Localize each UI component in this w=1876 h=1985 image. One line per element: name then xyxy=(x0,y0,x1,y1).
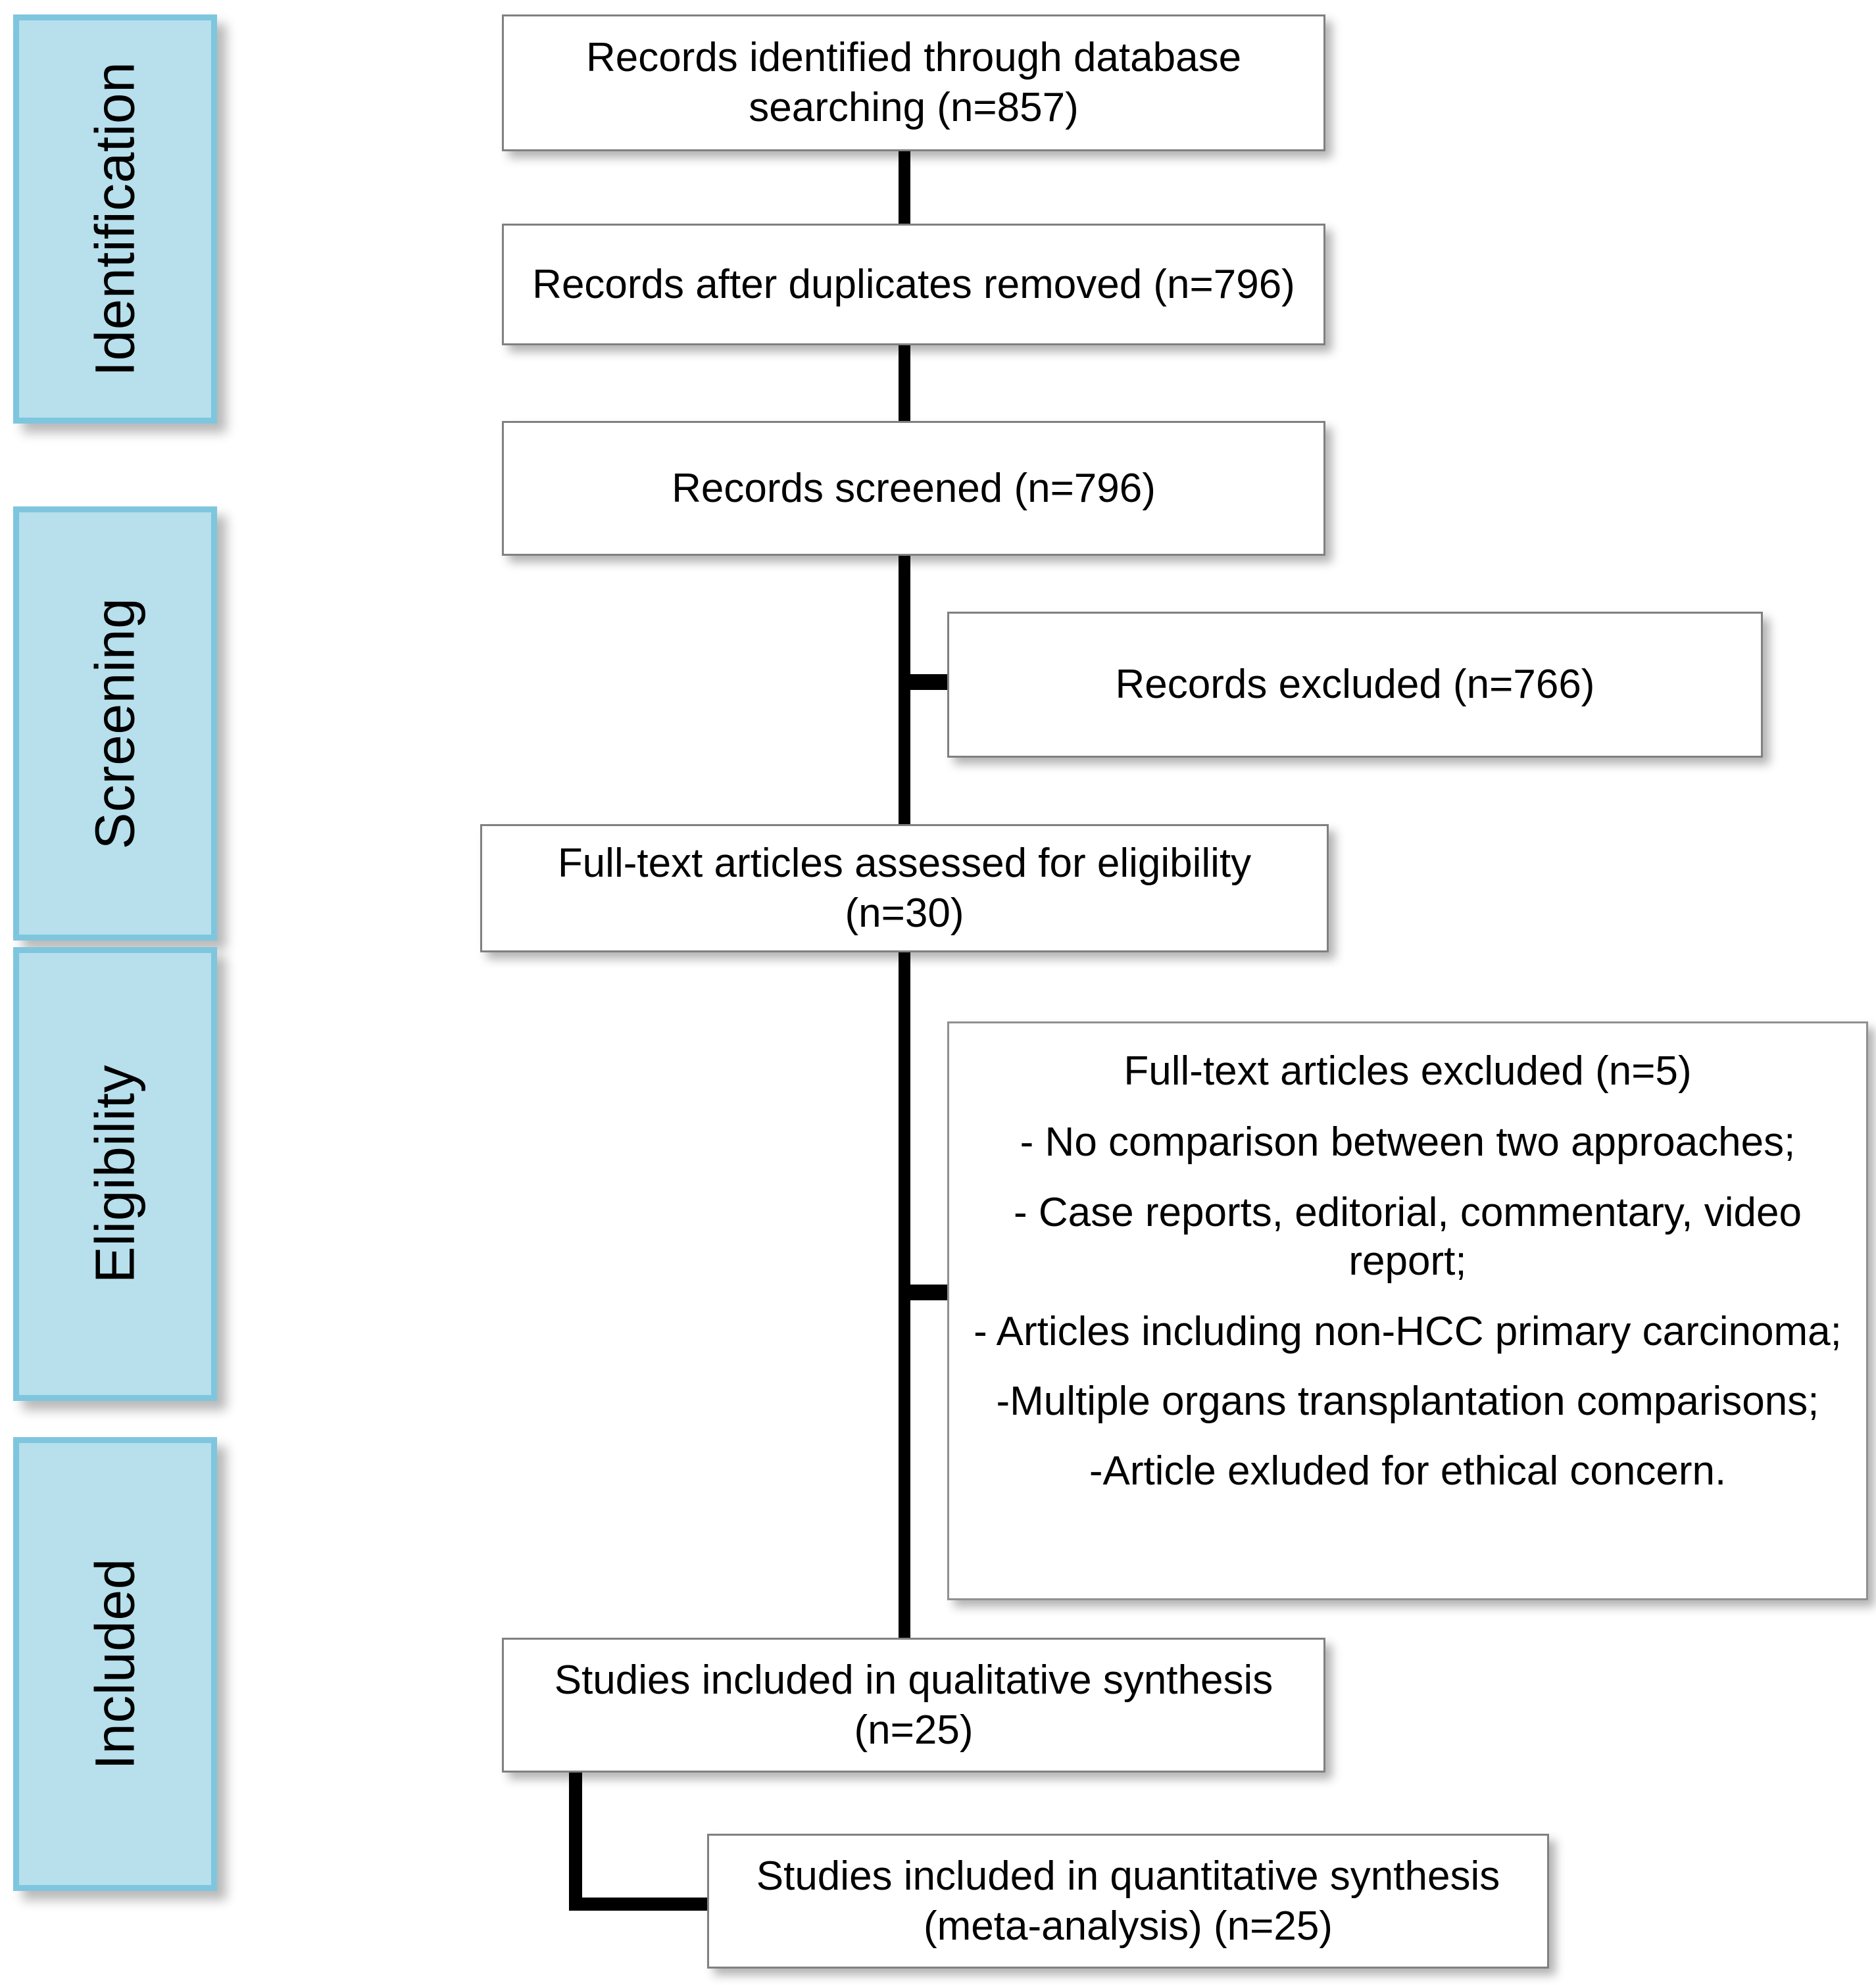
stage-label-screening: Screening xyxy=(84,597,146,850)
fulltext-excluded-reason-4: -Multiple organs transplantation compari… xyxy=(996,1378,1819,1424)
box-records-identified: Records identified through database sear… xyxy=(502,14,1325,151)
box-records-excluded-text: Records excluded (n=766) xyxy=(1115,662,1595,708)
stage-label-included: Included xyxy=(84,1558,146,1770)
connector-qualitative-to-quantitative xyxy=(569,1898,710,1911)
fulltext-excluded-reason-2: - Case reports, editorial, commentary, v… xyxy=(1014,1189,1802,1285)
box-records-screened-text: Records screened (n=796) xyxy=(672,465,1156,511)
qualitative-line2: (n=25) xyxy=(854,1707,974,1753)
fulltext-excluded-reason-3: - Articles including non-HCC primary car… xyxy=(974,1308,1842,1354)
stage-box-screening: Screening xyxy=(13,506,217,941)
fulltext-excluded-reason-5: -Article exluded for ethical concern. xyxy=(1089,1448,1727,1494)
box-qualitative-synthesis-text: Studies included in qualitative synthesi… xyxy=(555,1655,1273,1755)
box-fulltext-assessed-text: Full-text articles assessed for eligibil… xyxy=(557,840,1252,936)
stage-box-included: Included xyxy=(13,1437,217,1891)
stage-box-eligibility: Eligibility xyxy=(13,947,217,1401)
connector-qualitative-down xyxy=(569,1769,582,1911)
records-identified-line2: searching (n=857) xyxy=(749,85,1079,130)
box-quantitative-synthesis: Studies included in quantitative synthes… xyxy=(707,1834,1549,1969)
box-records-screened: Records screened (n=796) xyxy=(502,421,1325,556)
box-records-after-duplicates: Records after duplicates removed (n=796) xyxy=(502,224,1325,345)
stage-label-identification: Identification xyxy=(84,61,146,377)
box-fulltext-assessed: Full-text articles assessed for eligibil… xyxy=(480,824,1329,952)
box-records-identified-text: Records identified through database sear… xyxy=(586,33,1241,132)
stage-label-eligibility: Eligibility xyxy=(84,1064,146,1284)
box-fulltext-excluded: Full-text articles excluded (n=5) - No c… xyxy=(947,1021,1868,1600)
records-identified-line1: Records identified through database xyxy=(585,35,1242,81)
stage-box-identification: Identification xyxy=(13,14,217,424)
box-qualitative-synthesis: Studies included in qualitative synthesi… xyxy=(502,1638,1325,1773)
connector-duplicates-to-screened xyxy=(899,344,910,422)
qualitative-line1: Studies included in qualitative synthesi… xyxy=(554,1657,1273,1703)
connector-screened-to-records-excluded xyxy=(899,674,951,690)
box-quantitative-synthesis-text: Studies included in quantitative synthes… xyxy=(756,1851,1500,1951)
quantitative-line2: (meta-analysis) (n=25) xyxy=(924,1903,1333,1949)
connector-screened-to-fulltext xyxy=(899,552,910,829)
fulltext-excluded-title: Full-text articles excluded (n=5) xyxy=(1123,1048,1692,1094)
box-records-excluded: Records excluded (n=766) xyxy=(947,612,1763,758)
quantitative-line1: Studies included in quantitative synthes… xyxy=(756,1853,1500,1899)
connector-identified-to-duplicates xyxy=(899,150,910,226)
fulltext-excluded-reason-1: - No comparison between two approaches; xyxy=(1020,1119,1796,1165)
connector-fulltext-to-excluded-list xyxy=(899,1285,951,1300)
box-records-after-duplicates-text: Records after duplicates removed (n=796) xyxy=(532,261,1295,307)
